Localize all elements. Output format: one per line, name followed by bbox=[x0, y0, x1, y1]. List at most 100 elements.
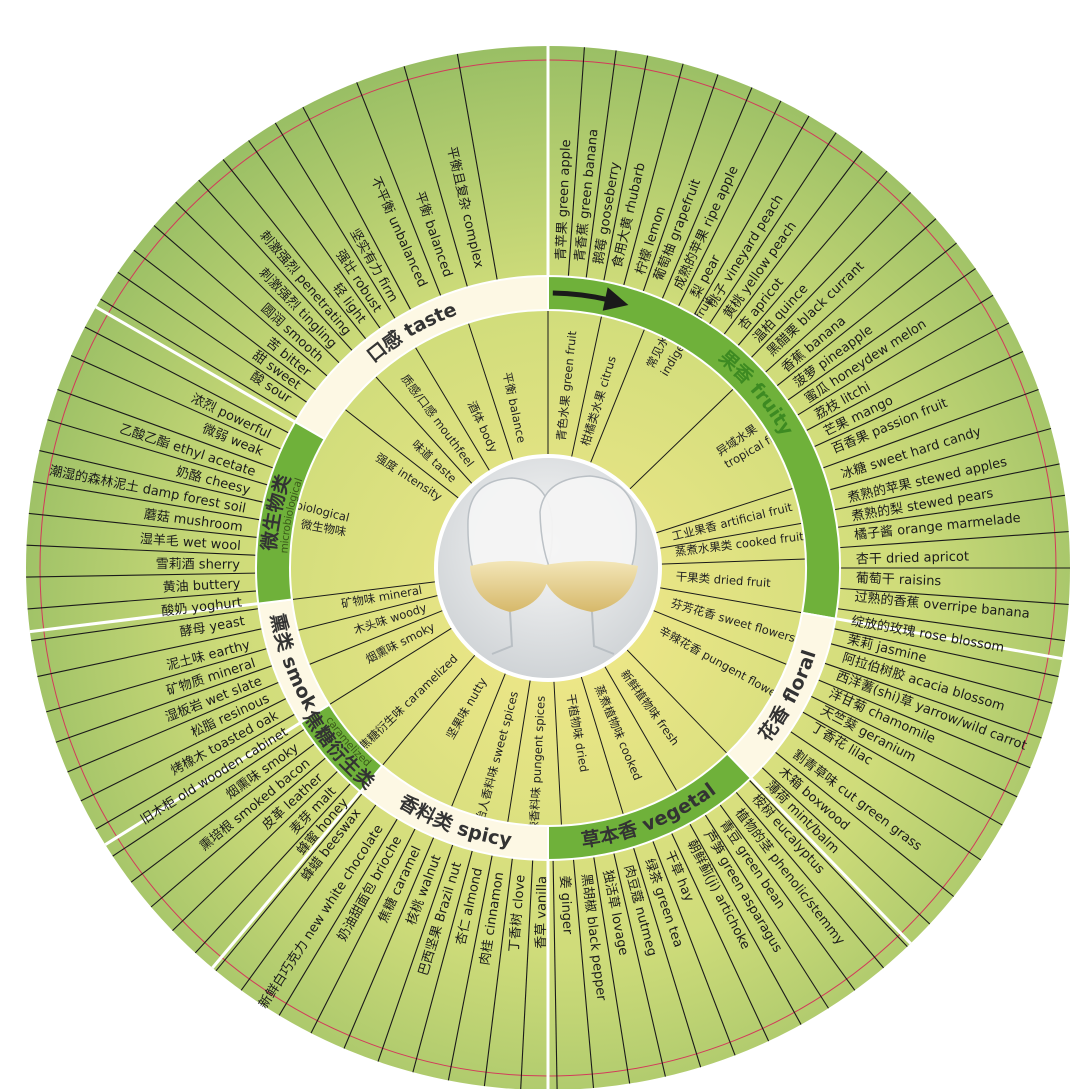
separator-line bbox=[215, 792, 363, 972]
separator-line bbox=[153, 225, 328, 377]
separator-line bbox=[774, 751, 955, 897]
separator-line bbox=[198, 179, 354, 352]
category-boundary bbox=[29, 602, 259, 634]
separator-line bbox=[625, 648, 728, 754]
separator-line bbox=[467, 322, 514, 462]
separator-line bbox=[95, 713, 296, 830]
separator-line bbox=[689, 823, 802, 1025]
separator-line bbox=[412, 849, 473, 1073]
separator-line bbox=[651, 609, 788, 666]
separator-line bbox=[55, 664, 273, 743]
category-boundary bbox=[95, 305, 296, 424]
separator-line bbox=[719, 803, 856, 991]
separator-line bbox=[507, 678, 531, 823]
separator-line bbox=[628, 388, 734, 491]
outer-aroma-label: 姜 ginger bbox=[557, 875, 575, 935]
arrow-head-icon bbox=[602, 287, 629, 311]
separator-line bbox=[308, 609, 445, 666]
separator-line bbox=[813, 351, 1024, 448]
outer-separators bbox=[26, 46, 1070, 1089]
outer-aroma-label: 香草 vanilla bbox=[534, 876, 550, 949]
separator-line bbox=[572, 858, 595, 1089]
separator-line bbox=[829, 427, 1052, 491]
separator-line bbox=[822, 388, 1039, 469]
separator-line bbox=[829, 643, 1053, 704]
separator-line bbox=[708, 132, 837, 325]
separator-line bbox=[570, 315, 603, 459]
outer-aroma-label: 葡萄干 raisins bbox=[856, 571, 942, 589]
separator-line bbox=[834, 463, 1060, 511]
separator-line bbox=[839, 587, 1069, 605]
separator-line bbox=[356, 82, 442, 297]
separator-line bbox=[80, 697, 287, 802]
separator-line bbox=[26, 572, 257, 578]
separator-line bbox=[374, 375, 474, 486]
separator-line bbox=[26, 544, 257, 556]
separator-line bbox=[658, 586, 803, 614]
separator-line bbox=[520, 859, 534, 1089]
separator-line bbox=[623, 63, 684, 287]
category-boundary bbox=[835, 617, 1063, 661]
separator-line bbox=[291, 581, 437, 600]
separator-line bbox=[84, 326, 290, 434]
separator-line bbox=[737, 170, 888, 347]
category-band-microbiological bbox=[255, 420, 326, 605]
separator-line bbox=[37, 628, 263, 678]
separator-line bbox=[28, 512, 258, 539]
wine-glasses-icon bbox=[434, 454, 662, 682]
mid-aroma-label: 干果类 dried fruit bbox=[675, 569, 771, 590]
outer-aroma-label: 湿羊毛 wet wool bbox=[139, 531, 241, 554]
separator-line bbox=[796, 294, 994, 416]
separator-line bbox=[33, 481, 261, 521]
separator-line bbox=[553, 679, 563, 826]
separator-line bbox=[150, 757, 327, 908]
separator-line bbox=[585, 50, 617, 279]
separator-line bbox=[761, 766, 931, 925]
separator-line bbox=[47, 419, 269, 486]
separator-line bbox=[456, 53, 498, 281]
separator-line bbox=[414, 346, 491, 473]
separator-line bbox=[801, 711, 1003, 826]
separator-line bbox=[27, 590, 257, 610]
separator-line bbox=[661, 87, 753, 300]
separator-line bbox=[31, 608, 259, 642]
separator-line bbox=[764, 218, 937, 374]
separator-line bbox=[377, 843, 454, 1062]
separator-line bbox=[659, 558, 806, 565]
separator-line bbox=[810, 695, 1018, 798]
separator-line bbox=[837, 608, 1065, 642]
separator-line bbox=[344, 408, 461, 500]
separator-line bbox=[817, 679, 1031, 769]
separator-line bbox=[67, 681, 280, 773]
separator-line bbox=[130, 743, 316, 883]
separator-line bbox=[133, 249, 317, 391]
separator-line bbox=[278, 818, 399, 1016]
category-boundary bbox=[104, 721, 302, 846]
separator-line bbox=[750, 192, 912, 359]
separator-line bbox=[46, 647, 268, 713]
separator-line bbox=[310, 827, 416, 1034]
separator-line bbox=[117, 271, 308, 404]
separator-line bbox=[735, 791, 884, 969]
separator-line bbox=[654, 487, 794, 534]
separator-line bbox=[222, 159, 367, 340]
separator-line bbox=[552, 859, 558, 1089]
separator-line bbox=[447, 854, 493, 1081]
separator-line bbox=[693, 115, 810, 316]
separator-line bbox=[580, 674, 624, 815]
separator-line bbox=[240, 803, 377, 991]
separator-line bbox=[381, 653, 477, 766]
outer-aroma-label: 黄油 buttery bbox=[162, 577, 241, 596]
outer-aroma-label: 丁香树 clove bbox=[507, 874, 529, 953]
separator-line bbox=[343, 836, 435, 1049]
separator-line bbox=[100, 298, 298, 419]
separator-line bbox=[723, 150, 863, 336]
separator-line bbox=[39, 450, 264, 503]
separator-line bbox=[567, 47, 585, 277]
separator-line bbox=[194, 782, 352, 954]
separator-line bbox=[589, 328, 646, 465]
inner-separators bbox=[291, 310, 806, 826]
separator-line bbox=[837, 494, 1065, 528]
category-band bbox=[255, 274, 841, 862]
outer-aroma-label: 杏干 dried apricot bbox=[856, 549, 969, 567]
